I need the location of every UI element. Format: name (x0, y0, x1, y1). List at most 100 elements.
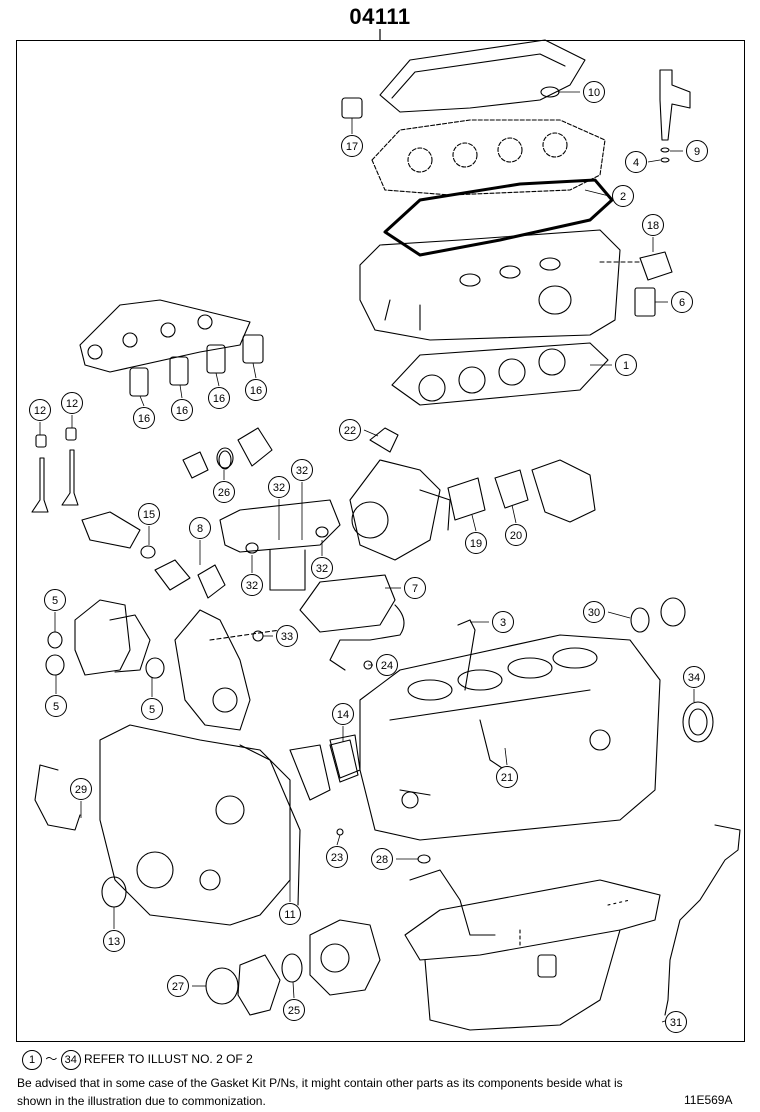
callout-number: 15 (143, 509, 155, 521)
callout-9: 9 (686, 140, 708, 162)
callout-14: 14 (332, 703, 354, 725)
callout-5: 5 (45, 695, 67, 717)
illustration-code: 11E569A (684, 1093, 733, 1107)
valves-drawing (31, 427, 79, 513)
ref-text: REFER TO ILLUST NO. 2 OF 2 (84, 1052, 253, 1067)
callout-22: 22 (339, 419, 361, 441)
cover-gasket-drawing (383, 178, 614, 257)
callout-number: 31 (670, 1017, 682, 1029)
tube-29-drawing (34, 764, 81, 831)
diagram-frame (16, 40, 745, 1042)
exhaust-manifold-drawing (219, 499, 341, 591)
cylinder-head-drawing (359, 229, 621, 341)
ring-28-drawing (417, 854, 431, 864)
head-cover-lower-drawing (371, 119, 606, 196)
callout-27: 27 (167, 975, 189, 997)
callout-25: 25 (283, 999, 305, 1021)
callout-number: 27 (172, 981, 184, 993)
gasket-20-drawing (494, 469, 529, 509)
callout-number: 7 (412, 583, 418, 595)
callout-11: 11 (279, 903, 301, 925)
callout-number: 24 (381, 660, 393, 672)
ref-from-callout: 1 (22, 1050, 42, 1070)
callout-number: 13 (108, 936, 120, 948)
ring-23-drawing (336, 828, 344, 836)
injector-drawing (659, 69, 691, 163)
callout-5: 5 (44, 589, 66, 611)
callout-32: 32 (268, 476, 290, 498)
callout-number: 26 (218, 487, 230, 499)
dipstick-drawing (664, 824, 741, 1016)
callout-number: 32 (273, 482, 285, 494)
callout-29: 29 (70, 778, 92, 800)
callout-19: 19 (465, 532, 487, 554)
injection-pump-drawing (237, 919, 381, 1016)
callout-16: 16 (133, 407, 155, 429)
ref-to-callout: 34 (60, 1050, 81, 1070)
callout-16: 16 (245, 379, 267, 401)
oring-30-drawing (630, 607, 650, 633)
callout-30: 30 (583, 601, 605, 623)
callout-20: 20 (505, 524, 527, 546)
oil-pan-drawing (404, 869, 661, 1031)
callout-16: 16 (208, 387, 230, 409)
head-cover-drawing (379, 39, 586, 113)
callout-number: 20 (510, 530, 522, 542)
callout-8: 8 (189, 517, 211, 539)
callout-number: 5 (52, 595, 58, 607)
callout-21: 21 (496, 766, 518, 788)
ref-separator: 〜 (45, 1052, 58, 1067)
callout-3: 3 (492, 611, 514, 633)
intake-manifold-drawing (79, 299, 264, 397)
callout-number: 12 (66, 398, 78, 410)
callout-12: 12 (29, 399, 51, 421)
callout-number: 16 (176, 405, 188, 417)
oring-33-drawing (252, 630, 264, 642)
callout-number: 12 (34, 405, 46, 417)
head-gasket-drawing (391, 342, 609, 406)
callout-number: 9 (694, 146, 700, 158)
callout-2: 2 (612, 185, 634, 207)
callout-12: 12 (61, 392, 83, 414)
callout-number: 5 (149, 704, 155, 716)
callout-15: 15 (138, 503, 160, 525)
callout-10: 10 (583, 81, 605, 103)
oil-pump-drawing (45, 599, 165, 679)
callout-number: 5 (53, 701, 59, 713)
callout-5: 5 (141, 698, 163, 720)
reference-note: 1 〜 34 REFER TO ILLUST NO. 2 OF 2 (22, 1050, 253, 1070)
callout-23: 23 (326, 846, 348, 868)
diagram-title: 04111 (349, 4, 411, 29)
callout-number: 16 (250, 385, 262, 397)
plate-6-drawing (634, 287, 656, 317)
callout-number: 34 (688, 672, 700, 684)
callout-17: 17 (341, 135, 363, 157)
leader-lines (39, 91, 695, 1023)
callout-18: 18 (642, 214, 664, 236)
callout-number: 16 (138, 413, 150, 425)
callout-24: 24 (376, 654, 398, 676)
callout-number: 4 (633, 157, 639, 169)
callout-1: 1 (615, 354, 637, 376)
exhaust-pipe-drawing (531, 459, 596, 523)
callout-13: 13 (103, 930, 125, 952)
callout-number: 14 (337, 709, 349, 721)
callout-4: 4 (625, 151, 647, 173)
callout-number: 29 (75, 784, 87, 796)
callout-number: 17 (346, 141, 358, 153)
commonization-note: Be advised that in some case of the Gask… (17, 1076, 623, 1108)
callout-number: 2 (620, 191, 626, 203)
timing-cover-upper-drawing (174, 609, 281, 731)
callout-number: 19 (470, 538, 482, 550)
callout-number: 8 (197, 523, 203, 535)
callout-number: 23 (331, 852, 343, 864)
callout-number: 32 (296, 465, 308, 477)
callout-32: 32 (291, 459, 313, 481)
callout-34: 34 (683, 666, 705, 688)
callout-number: 28 (376, 854, 388, 866)
callout-number: 16 (213, 393, 225, 405)
callout-number: 11 (284, 909, 295, 921)
callout-6: 6 (671, 291, 693, 313)
callout-number: 10 (588, 87, 600, 99)
